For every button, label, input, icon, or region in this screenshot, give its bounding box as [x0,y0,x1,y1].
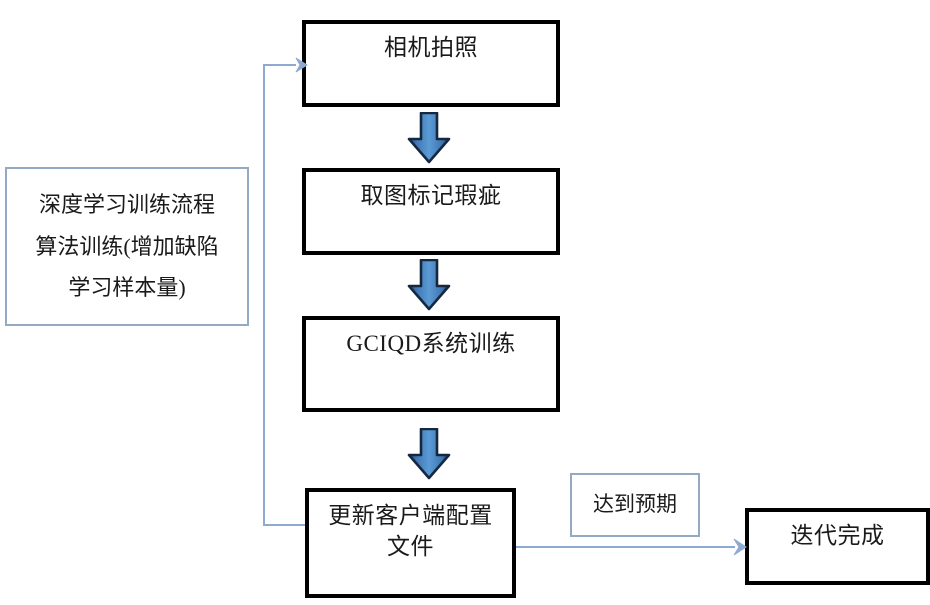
gciqd-system-training-label: GCIQD系统训练 [346,331,516,356]
expectation-label-text: 达到预期 [593,492,677,517]
gciqd-system-training-box[interactable]: GCIQD系统训练 [302,316,560,412]
training-flow-note-text: 深度学习训练流程 算法训练(增加缺陷 学习样本量) [7,184,247,309]
training-flow-note-line2: 算法训练(增加缺陷 [35,233,219,259]
down-block-arrow-2 [407,259,451,311]
camera-capture-label: 相机拍照 [384,35,478,60]
down-block-arrow-1 [407,112,451,164]
camera-capture-box[interactable]: 相机拍照 [302,20,560,107]
update-client-config-line1: 更新客户端配置 [328,503,493,528]
capture-mark-defect-label: 取图标记瑕疵 [360,183,502,208]
capture-mark-defect-box[interactable]: 取图标记瑕疵 [302,168,560,255]
update-client-config-line2: 文件 [387,534,434,560]
iteration-complete-box[interactable]: 迭代完成 [745,508,930,585]
training-flow-note-box: 深度学习训练流程 算法训练(增加缺陷 学习样本量) [5,167,249,326]
down-block-arrow-3 [407,428,451,480]
expectation-label-box: 达到预期 [570,473,700,537]
training-flow-note-line1: 深度学习训练流程 [38,191,215,217]
training-flow-note-line3: 学习样本量) [68,275,186,301]
iteration-complete-label: 迭代完成 [790,523,885,548]
update-client-config-label: 更新客户端配置 文件 [309,492,512,562]
update-client-config-box[interactable]: 更新客户端配置 文件 [305,488,516,598]
